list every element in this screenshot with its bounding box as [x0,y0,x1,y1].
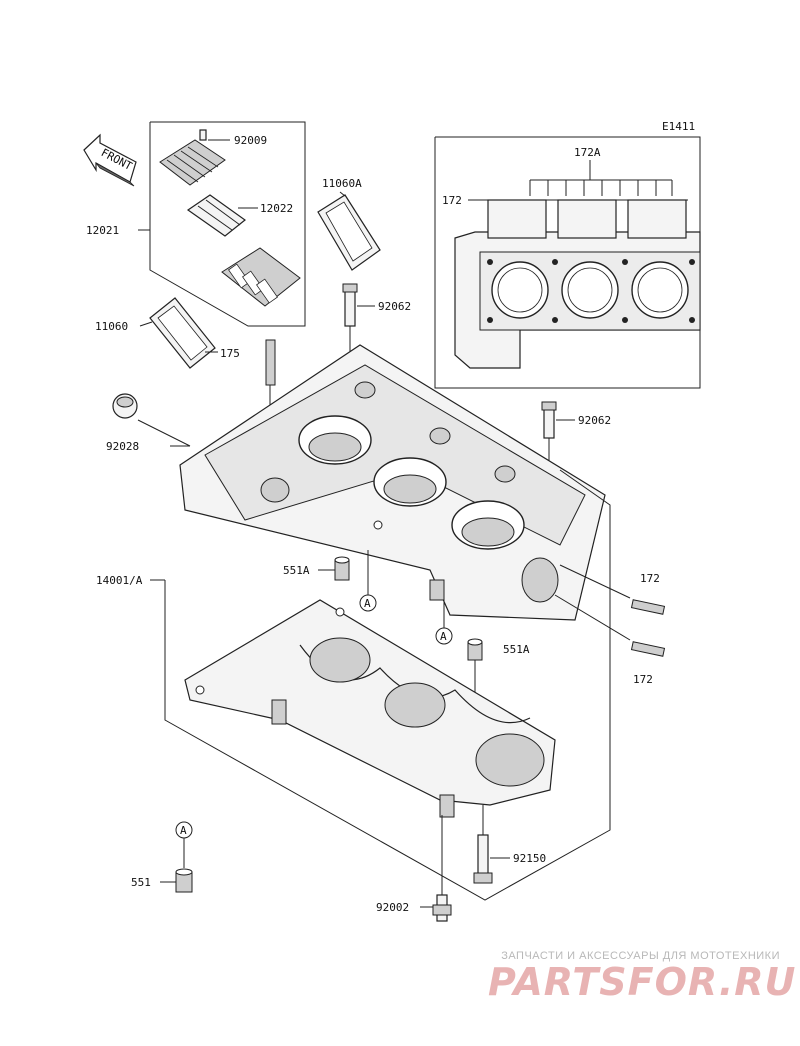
svg-text:A: A [180,824,187,837]
label-92028: 92028 [106,440,139,453]
label-12022: 12022 [260,202,293,215]
label-11060a: 11060A [322,177,362,190]
dowel-551 [160,868,193,893]
bolt-92150 [473,805,510,884]
label-551: 551 [131,876,151,889]
label-172-stud-lower: 172 [633,673,653,686]
label-92062-top: 92062 [378,300,411,313]
watermark-logo: PARTSFOR.RU [488,960,797,1004]
lower-crankcase [184,599,556,818]
svg-text:A: A [440,630,447,643]
label-11060: 11060 [95,320,128,333]
plug-92028 [112,393,191,447]
label-175: 175 [220,347,240,360]
front-arrow-icon: FRONT [83,133,137,187]
cylinder-head-inset [434,136,701,389]
gasket-11060a [317,191,381,271]
label-92002: 92002 [376,901,409,914]
gasket-11060 [139,297,218,369]
label-92150: 92150 [513,852,546,865]
label-172-stud-upper: 172 [640,572,660,585]
stud-172-upper [559,564,666,615]
ref-marker-a-1: A [359,594,377,612]
label-172a: 172A [574,146,601,159]
label-172-inset: 172 [442,194,462,207]
stud-172-lower [554,594,666,657]
watermark-subtitle: ЗАПЧАСТИ И АКСЕССУАРЫ ДЛЯ МОТОТЕХНИКИ [501,950,780,962]
upper-crankcase [179,344,606,621]
label-12021: 12021 [86,224,119,237]
reed-valve-group [138,121,306,327]
label-551a-right: 551A [503,643,530,656]
ref-marker-a-3: A [175,821,193,868]
dowel-551a-left [318,550,369,595]
label-14001a: 14001/A [96,574,143,587]
diagram-code: E1411 [662,120,695,133]
label-551a-left: 551A [283,564,310,577]
svg-text:A: A [364,597,371,610]
label-92009: 92009 [234,134,267,147]
label-92062-mid: 92062 [578,414,611,427]
ref-marker-a-2: A [435,600,453,645]
bolt-92002 [420,815,452,922]
